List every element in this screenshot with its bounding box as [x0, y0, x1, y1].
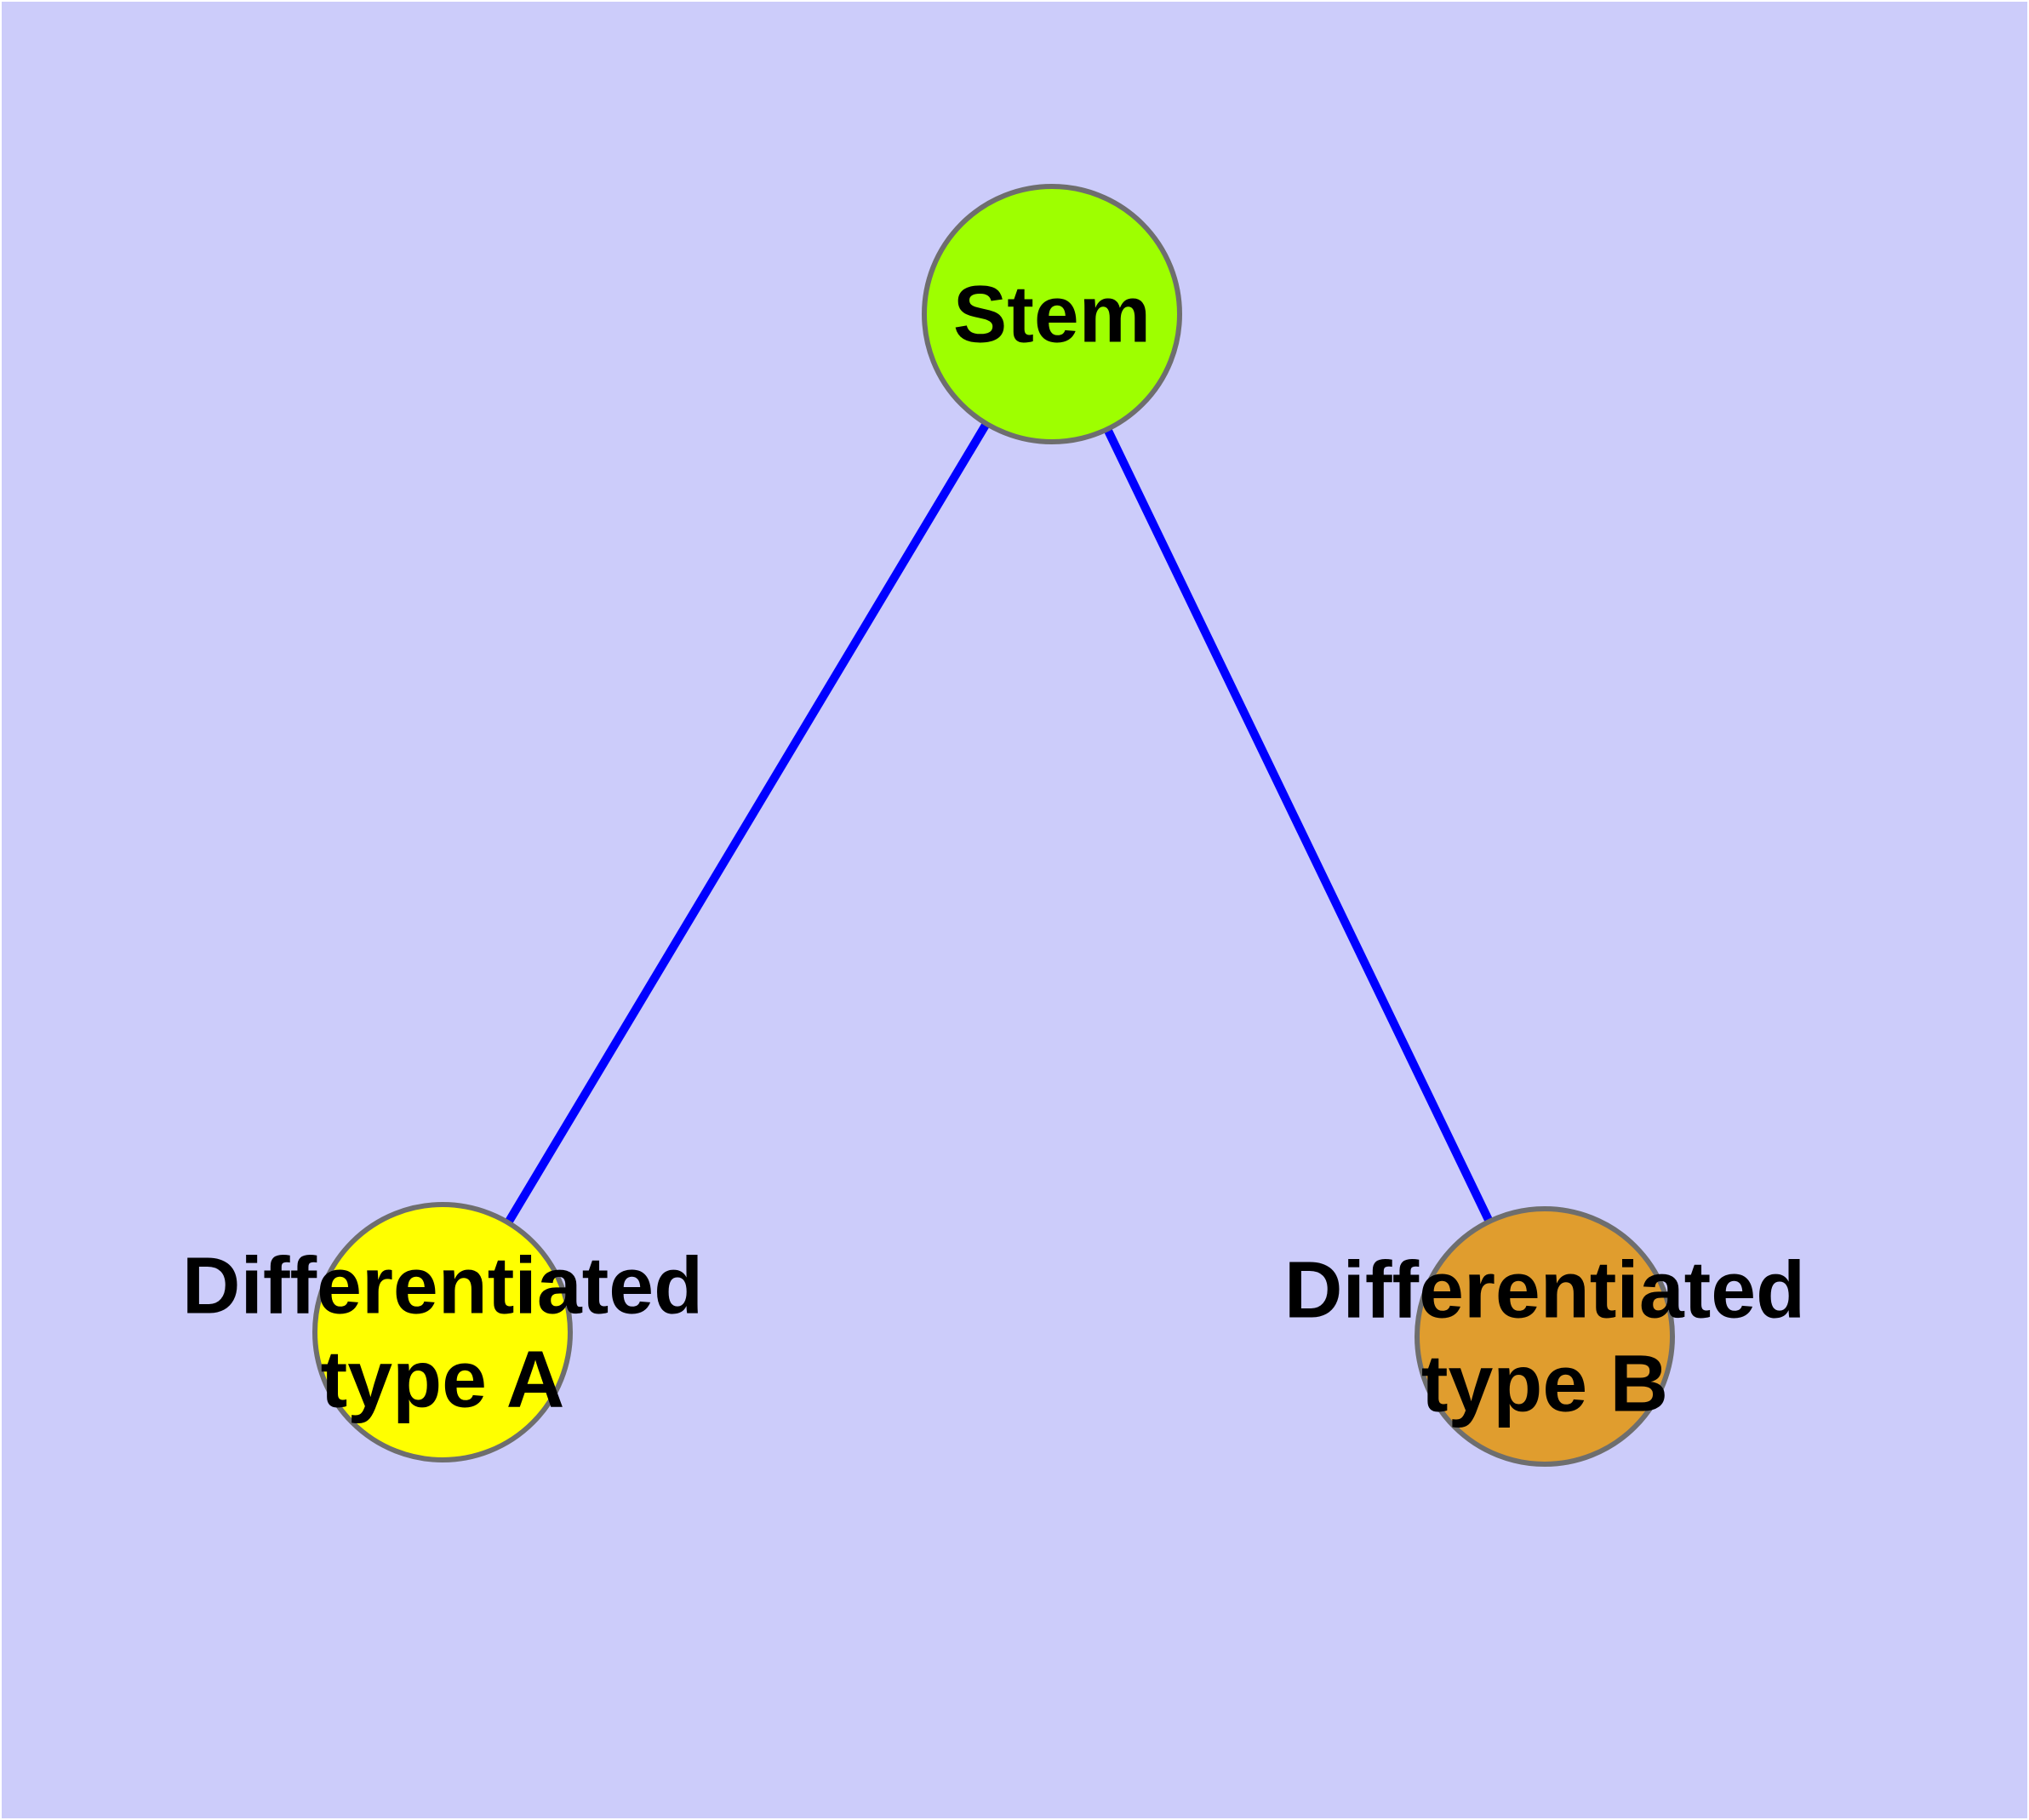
- edges-layer: [438, 312, 1549, 1339]
- node-label-line: type B: [1421, 1338, 1668, 1428]
- edge-stem-to-diff-b[interactable]: [1048, 312, 1549, 1339]
- node-label-line: Differentiated: [182, 1240, 703, 1331]
- edge-stem-to-diff-a[interactable]: [438, 312, 1056, 1335]
- node-label-line: type A: [321, 1334, 565, 1424]
- node-label-line: Stem: [953, 269, 1151, 359]
- node-stem[interactable]: [922, 184, 1182, 444]
- node-diff-a[interactable]: [312, 1202, 573, 1462]
- node-label-stem: Stem: [953, 269, 1151, 359]
- node-diff-b[interactable]: [1415, 1206, 1675, 1467]
- node-label-line: Differentiated: [1284, 1245, 1805, 1335]
- nodes-layer: [312, 184, 1675, 1467]
